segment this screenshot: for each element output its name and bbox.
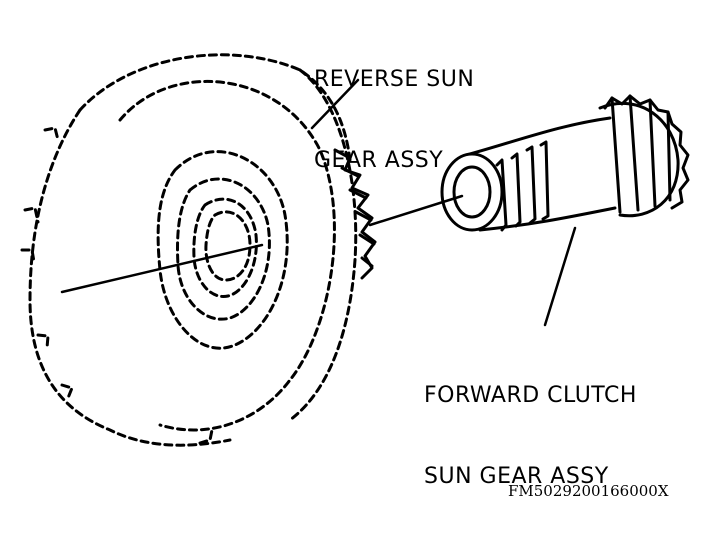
reverse-sun-gear-label: REVERSE SUN GEAR ASSY	[314, 12, 474, 228]
reverse-sun-gear-teeth	[333, 148, 377, 280]
exploded-view-illustration	[20, 53, 690, 447]
figure-code: FM5029200166000X	[508, 482, 669, 500]
reverse-sun-label-line1: REVERSE SUN	[314, 67, 475, 92]
drum-center-axis	[60, 243, 264, 294]
forward-clutch-sun-gear	[440, 94, 690, 232]
assembly-connector-line	[368, 194, 464, 227]
reverse-sun-gear-drum	[20, 53, 358, 447]
reverse-sun-leader	[310, 78, 360, 130]
diagram-canvas: REVERSE SUN GEAR ASSY FORWARD CLUTCH SUN…	[20, 12, 690, 500]
forward-clutch-label-line1: FORWARD CLUTCH	[424, 383, 637, 408]
forward-clutch-label-line2: SUN GEAR ASSY	[424, 464, 609, 489]
reverse-sun-label-line2: GEAR ASSY	[314, 148, 444, 173]
forward-clutch-sun-gear-label: FORWARD CLUTCH SUN GEAR ASSY	[424, 328, 637, 544]
forward-clutch-leader	[543, 226, 577, 327]
